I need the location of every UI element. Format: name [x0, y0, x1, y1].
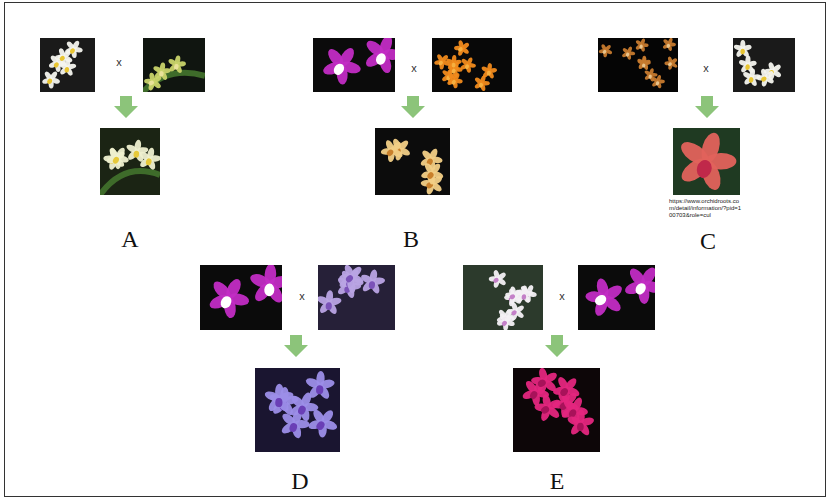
- orchid-photo: [318, 265, 395, 330]
- orchid-photo: [40, 38, 95, 92]
- cross-symbol: x: [299, 290, 305, 302]
- panel-letter: A: [121, 226, 138, 253]
- orchid-photo: [143, 38, 205, 92]
- orchid-photo: [432, 38, 512, 92]
- panel-letter: C: [700, 228, 716, 255]
- cross-arrow: [545, 335, 569, 357]
- source-url: https://www.orchidroots.com/detail/infor…: [669, 198, 743, 219]
- cross-symbol: x: [116, 56, 122, 68]
- cross-arrow: [401, 96, 425, 118]
- panel-letter: B: [403, 226, 419, 253]
- cross-symbol: x: [559, 290, 565, 302]
- orchid-photo: [598, 38, 678, 92]
- panel-letter: E: [550, 468, 565, 495]
- cross-arrow: [114, 96, 138, 118]
- orchid-photo: [313, 38, 395, 92]
- cross-arrow: [284, 335, 308, 357]
- orchid-photo: [673, 128, 740, 195]
- cross-arrow: [695, 96, 719, 118]
- orchid-photo: [200, 265, 282, 330]
- panel-letter: D: [291, 468, 308, 495]
- orchid-photo: [513, 368, 600, 452]
- frame: [5, 3, 826, 497]
- orchid-photo: [733, 38, 795, 92]
- orchid-photo: [463, 265, 543, 330]
- orchid-photo: [100, 128, 160, 195]
- cross-symbol: x: [411, 62, 417, 74]
- orchid-photo: [255, 368, 340, 452]
- cross-symbol: x: [703, 62, 709, 74]
- orchid-photo: [578, 265, 655, 330]
- orchid-photo: [375, 128, 450, 195]
